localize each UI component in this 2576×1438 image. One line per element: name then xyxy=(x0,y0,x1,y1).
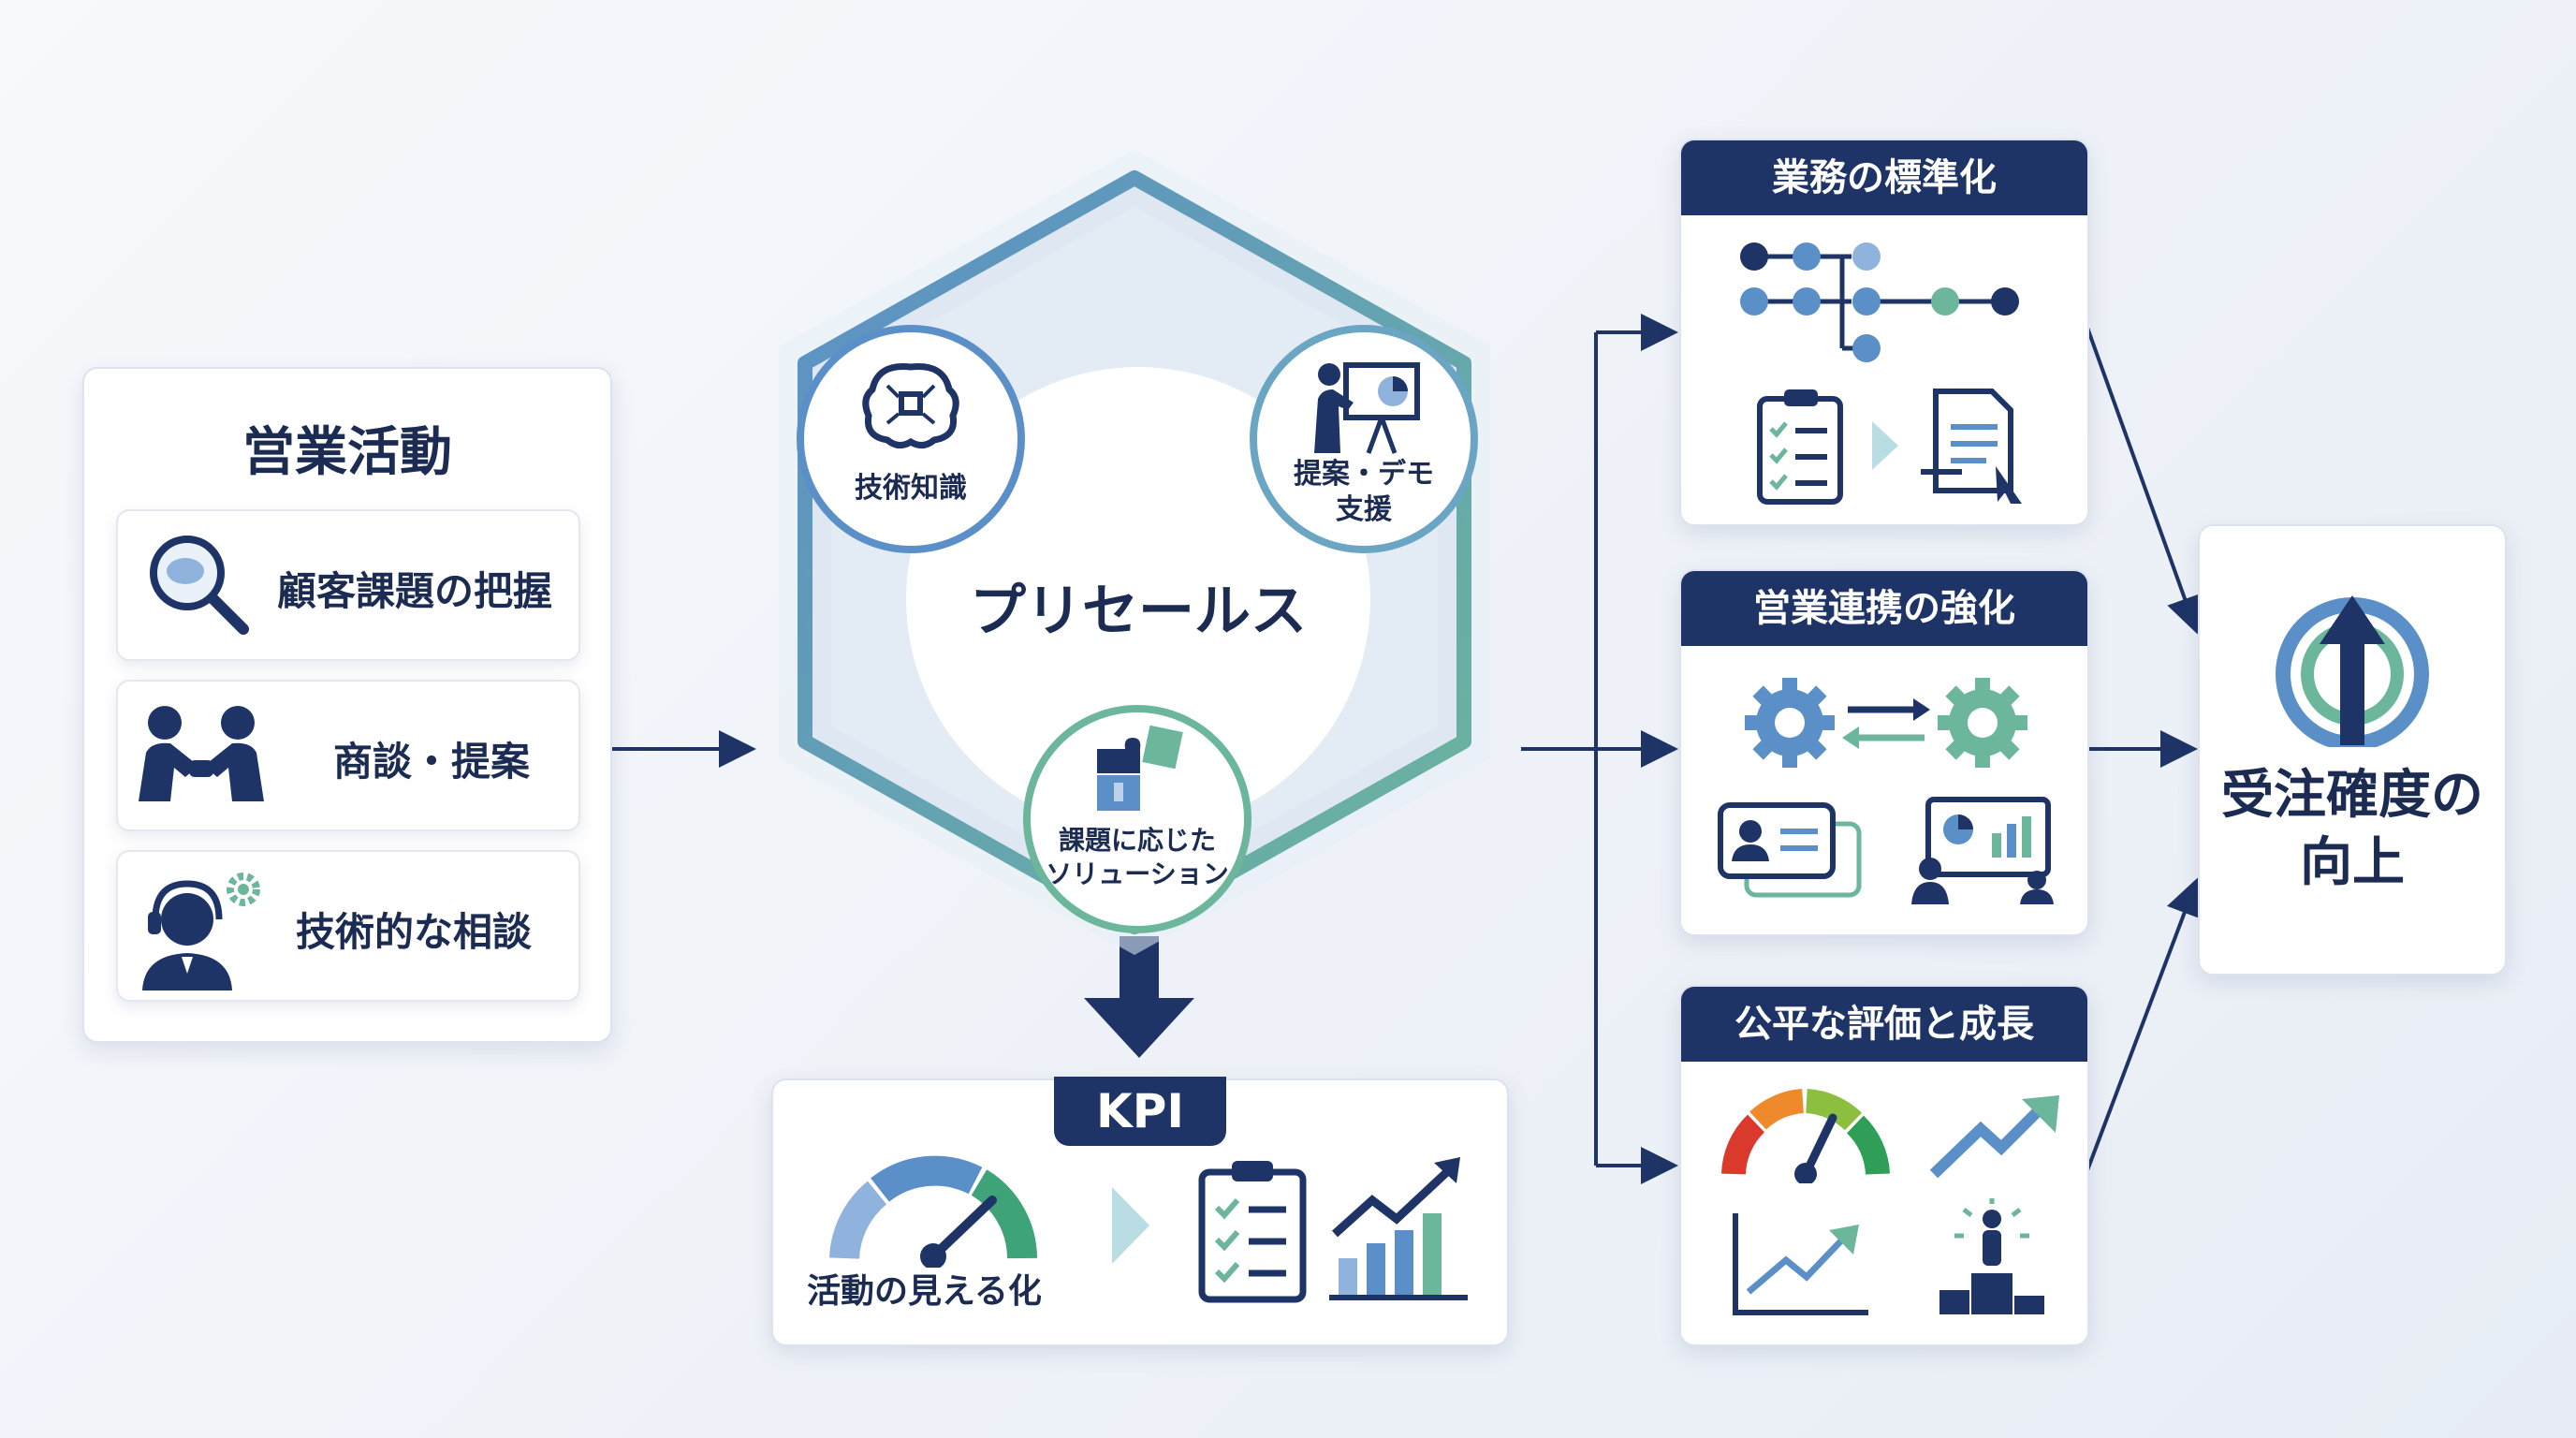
sales-item-label: 技術的な相談 xyxy=(296,909,533,955)
outcome-collaboration-panel: 営業連携の強化 xyxy=(1679,569,2089,936)
sales-item-label: 商談・提案 xyxy=(333,739,531,785)
result-panel: 受注確度の 向上 xyxy=(2198,524,2507,976)
puzzle-icon xyxy=(1097,725,1183,811)
presales-node-label: 技術知識 xyxy=(855,472,967,505)
outcome-evaluation-panel: 公平な評価と成長 xyxy=(1679,985,2089,1346)
gears-exchange-icon xyxy=(1745,678,2027,768)
sales-item-label: 顧客課題の把握 xyxy=(277,568,553,614)
document-edit-icon xyxy=(1921,389,2022,504)
sales-activities-panel: 営業活動 顧客課題の把握 商談・提案 xyxy=(82,367,612,1043)
trend-up-icon xyxy=(1929,1095,2059,1179)
magnifier-icon xyxy=(150,536,249,635)
sales-title: 営業活動 xyxy=(242,422,452,483)
outcome-title: 営業連携の強化 xyxy=(1681,571,2087,646)
kpi-panel: KPI 活動の見える化 xyxy=(771,1077,1509,1346)
kpi-badge: KPI xyxy=(1054,1077,1226,1146)
kpi-caption: 活動の見える化 xyxy=(807,1272,1042,1311)
arrow-standardization-to-result xyxy=(2086,327,2203,635)
colored-gauge-icon xyxy=(1721,1089,1890,1183)
chevron-right-icon xyxy=(1872,421,1898,470)
outcome-title: 公平な評価と成長 xyxy=(1681,987,2087,1062)
result-title: 受注確度の 向上 xyxy=(2221,765,2483,893)
team-presentation-icon xyxy=(1911,797,2054,904)
target-arrow-icon xyxy=(2276,595,2429,747)
bar-growth-icon xyxy=(1329,1157,1468,1300)
outcome-standardization-panel: 業務の標準化 xyxy=(1679,139,2089,526)
presales-node-label: 提案・デモ 支援 xyxy=(1294,458,1434,526)
outcome-title: 業務の標準化 xyxy=(1681,140,2087,215)
clipboard-checklist-icon xyxy=(1757,389,1843,505)
headset-support-icon xyxy=(142,873,260,990)
sales-item: 顧客課題の把握 xyxy=(116,509,580,661)
presales-node-label: 課題に応じた ソリューション xyxy=(1046,825,1229,889)
checklist-icon xyxy=(1198,1161,1307,1303)
line-chart-icon xyxy=(1733,1213,1868,1315)
presales-title: プリセールス xyxy=(970,579,1307,644)
brain-circuit-icon xyxy=(862,363,959,448)
podium-person-icon xyxy=(1939,1198,2044,1314)
arrow-evaluation-to-result xyxy=(2086,877,2203,1171)
id-card-icon xyxy=(1718,802,1862,898)
sales-item: 商談・提案 xyxy=(116,680,580,831)
sales-item: 技術的な相談 xyxy=(116,850,580,1002)
chevron-right-icon xyxy=(1112,1187,1149,1264)
presales-node-circle xyxy=(1023,705,1251,933)
gauge-icon xyxy=(829,1155,1037,1268)
handshake-icon xyxy=(139,706,264,801)
presentation-icon xyxy=(1314,362,1420,454)
workflow-icon xyxy=(1740,242,2019,362)
